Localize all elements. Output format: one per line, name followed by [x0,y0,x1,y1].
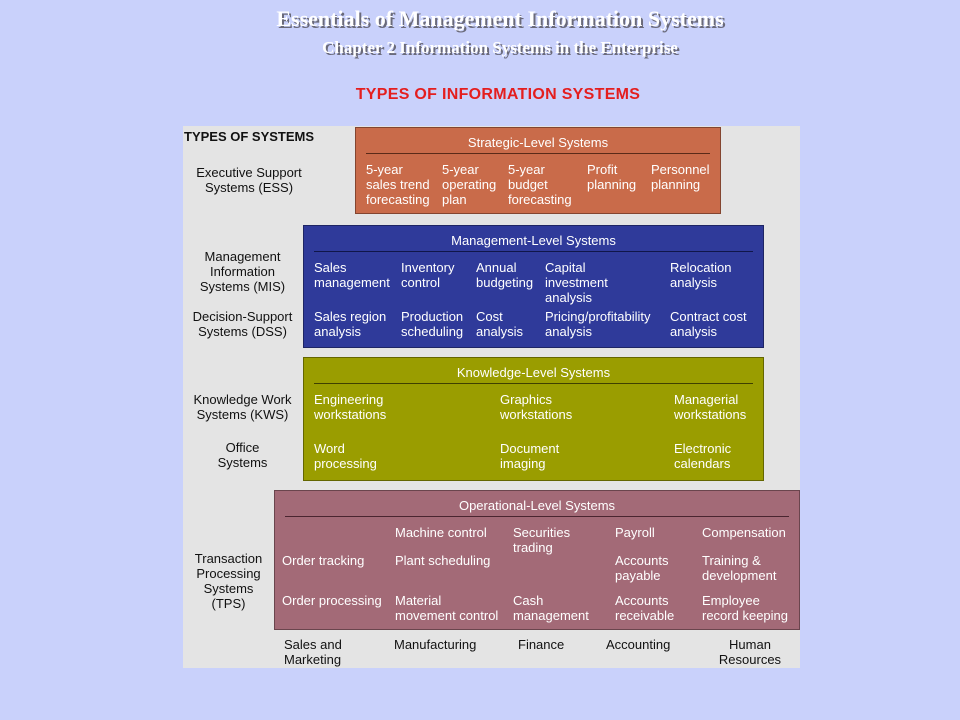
strategic-cell: Personnel planning [651,162,710,192]
strategic-level-title: Strategic-Level Systems [467,135,609,150]
operational-cell: Machine control [395,525,487,540]
function-label-finance: Finance [518,637,565,652]
management-level-band: Management-Level Systems Sales managemen… [303,225,764,348]
management-cell: Production scheduling [401,309,464,339]
side-label-mis: Management Information Systems (MIS) [199,249,286,294]
management-cell: Cost analysis [476,309,523,339]
operational-cell: Material movement control [395,593,499,623]
operational-cell: Order tracking [282,553,365,568]
knowledge-cell: Document imaging [500,441,560,471]
management-cell: Capital investment analysis [545,260,608,305]
operational-cell: Training & development [702,553,777,583]
operational-divider [285,516,789,517]
strategic-cell: 5-year sales trend forecasting [366,162,430,207]
knowledge-cell: Engineering workstations [314,392,387,422]
knowledge-cell: Managerial workstations [674,392,747,422]
operational-cell: Employee record keeping [702,593,788,623]
operational-cell: Accounts receivable [615,593,675,623]
strategic-cell: 5-year operating plan [442,162,497,207]
management-cell: Sales management [314,260,390,290]
strategic-cell: Profit planning [587,162,637,192]
function-label-human-resources: Human Resources [718,637,782,667]
operational-cell: Accounts payable [615,553,669,583]
knowledge-cell: Graphics workstations [500,392,573,422]
knowledge-cell: Electronic calendars [674,441,732,471]
management-cell: Sales region analysis [314,309,387,339]
knowledge-cell: Word processing [314,441,377,471]
management-cell: Relocation analysis [670,260,732,290]
strategic-cell: 5-year budget forecasting [508,162,572,207]
strategic-level-band: Strategic-Level Systems 5-year sales tre… [355,127,721,214]
operational-cell: Order processing [282,593,382,608]
operational-level-title: Operational-Level Systems [458,498,616,513]
operational-level-band: Operational-Level Systems Machine contro… [274,490,800,630]
operational-cell: Plant scheduling [395,553,491,568]
knowledge-level-band: Knowledge-Level Systems Engineering work… [303,357,764,481]
side-label-ess: Executive Support Systems (ESS) [196,165,302,195]
function-label-accounting: Accounting [606,637,671,652]
side-label-tps: Transaction Processing Systems (TPS) [194,551,263,611]
management-cell: Pricing/profitability analysis [545,309,651,339]
operational-cell: Payroll [615,525,655,540]
strategic-divider [366,153,710,154]
side-label-kws: Knowledge Work Systems (KWS) [193,392,292,422]
management-divider [314,251,753,252]
knowledge-divider [314,383,753,384]
management-cell: Contract cost analysis [670,309,747,339]
function-label-sales-marketing: Sales and Marketing [284,637,342,667]
slide-subtitle: TYPES OF INFORMATION SYSTEMS [355,86,641,103]
management-level-title: Management-Level Systems [451,233,616,248]
function-label-manufacturing: Manufacturing [394,637,477,652]
side-label-dss: Decision-Support Systems (DSS) [192,309,293,339]
presentation-title: Essentials of Management Information Sys… [276,6,724,31]
operational-cell: Compensation [702,525,786,540]
management-cell: Annual budgeting [476,260,534,290]
chapter-title: Chapter 2 Information Systems in the Ent… [322,38,678,57]
types-of-systems-diagram: TYPES OF SYSTEMS Executive Support Syste… [183,126,800,668]
types-of-systems-heading: TYPES OF SYSTEMS [184,129,315,144]
operational-cell: Cash management [513,593,589,623]
side-label-office: Office Systems [217,440,268,470]
management-cell: Inventory control [401,260,455,290]
operational-cell: Securities trading [513,525,571,555]
knowledge-level-title: Knowledge-Level Systems [456,365,611,380]
